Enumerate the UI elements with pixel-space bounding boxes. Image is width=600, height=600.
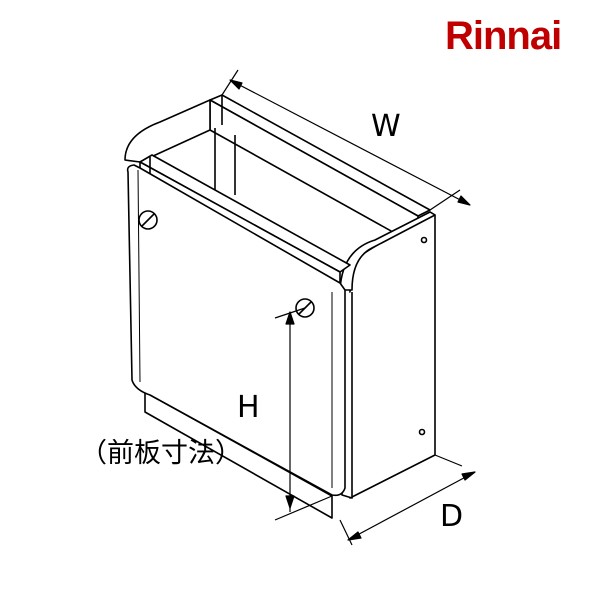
screw-icon [138,210,158,230]
left-flange [124,99,211,163]
hole-icon [418,428,426,436]
hole-icon [420,236,428,244]
height-dimension-line [274,307,333,521]
front-panel-dimension-note: （前板寸法） [80,438,242,469]
front-panel [126,164,346,497]
width-dimension-line [221,69,471,211]
depth-dimension-line [339,454,476,546]
height-label: H [237,390,260,425]
width-label: W [371,109,401,144]
right-side-panel [339,211,436,499]
depth-label: D [440,499,464,534]
rinnai-logo: Rinnai [445,14,562,58]
